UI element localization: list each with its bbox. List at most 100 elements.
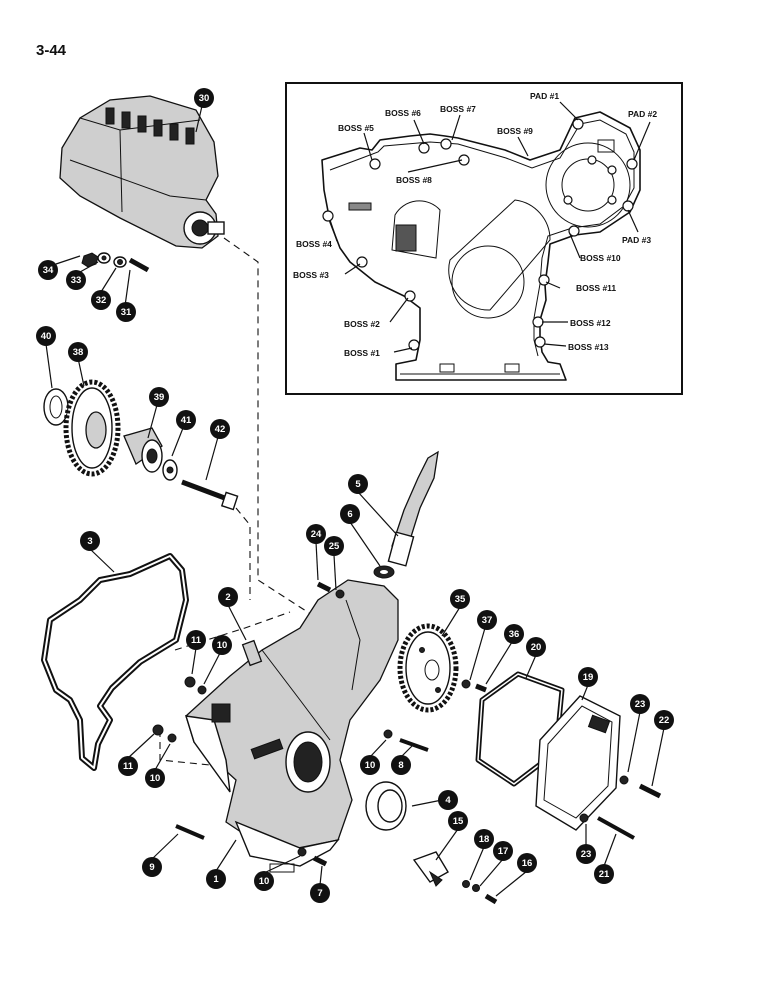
callout-number: 41 [181, 415, 192, 426]
callout-badge [517, 853, 537, 873]
inset-boss-diagram: BOSS #5 BOSS #6 BOSS #7 BOSS #9 BOSS #8 … [285, 82, 683, 395]
pump-fasteners [81, 252, 150, 273]
callout-badge [340, 504, 360, 524]
callout-badge [324, 536, 344, 556]
callout-25: 25 [324, 536, 344, 556]
callout-number: 40 [41, 331, 52, 342]
callout-badge [254, 871, 274, 891]
callout-badge [576, 844, 596, 864]
callout-number: 15 [453, 816, 464, 827]
inset-label: BOSS #4 [296, 239, 332, 249]
callout-19: 19 [578, 667, 598, 687]
callout-number: 34 [43, 265, 54, 276]
callout-badge [306, 524, 326, 544]
callout-4: 4 [438, 790, 458, 810]
bolt-36-37 [461, 679, 487, 693]
inset-label: BOSS #11 [576, 283, 616, 293]
callout-number: 30 [199, 93, 210, 104]
callout-leaders [45, 105, 665, 897]
callout-22: 22 [654, 710, 674, 730]
cover-plate [535, 695, 621, 831]
callout-11: 11 [186, 630, 206, 650]
callout-17: 17 [493, 841, 513, 861]
callout-badge [38, 260, 58, 280]
callout-badge [142, 857, 162, 877]
inset-label: BOSS #9 [497, 126, 533, 136]
callout-37: 37 [477, 610, 497, 630]
callout-15: 15 [448, 811, 468, 831]
callout-31: 31 [116, 302, 136, 322]
callout-number: 23 [581, 849, 592, 860]
callout-7: 7 [310, 883, 330, 903]
callout-number: 4 [445, 795, 451, 806]
inset-label: PAD #1 [530, 91, 559, 101]
callout-10: 10 [145, 768, 165, 788]
callout-badge [493, 841, 513, 861]
callout-number: 35 [455, 594, 466, 605]
injection-pump [59, 95, 225, 249]
callout-number: 18 [479, 834, 490, 845]
callout-number: 17 [498, 846, 509, 857]
callout-number: 16 [522, 858, 533, 869]
callout-badge [80, 531, 100, 551]
callout-badge [474, 829, 494, 849]
inset-label: BOSS #6 [385, 108, 421, 118]
callout-badge [360, 755, 380, 775]
callout-badge [310, 883, 330, 903]
cover-bolts [175, 729, 429, 867]
callout-23: 23 [630, 694, 650, 714]
callout-badge [118, 756, 138, 776]
callout-number: 22 [659, 715, 670, 726]
cam-gear [397, 623, 459, 713]
callout-badge [594, 864, 614, 884]
callout-10: 10 [212, 635, 232, 655]
callout-number: 20 [531, 642, 542, 653]
callout-badge [91, 290, 111, 310]
callout-42: 42 [210, 419, 230, 439]
callout-number: 10 [217, 640, 228, 651]
callout-number: 9 [149, 862, 154, 873]
page-number: 3-44 [36, 42, 67, 59]
inset-label: PAD #2 [628, 109, 657, 119]
callout-41: 41 [176, 410, 196, 430]
callout-badge [149, 387, 169, 407]
callout-39: 39 [149, 387, 169, 407]
callout-badge [186, 630, 206, 650]
callout-2: 2 [218, 587, 238, 607]
callout-number: 5 [355, 479, 361, 490]
callout-badge [116, 302, 136, 322]
callout-badge [448, 811, 468, 831]
bracket-15-18 [412, 851, 498, 905]
callout-number: 10 [365, 760, 376, 771]
bolt-24-25 [316, 581, 345, 599]
callout-number: 10 [150, 773, 161, 784]
callout-34: 34 [38, 260, 58, 280]
callout-number: 21 [599, 869, 610, 880]
callout-number: 2 [225, 592, 230, 603]
callout-number: 24 [311, 529, 322, 540]
callout-11: 11 [118, 756, 138, 776]
callout-badge [206, 869, 226, 889]
inset-label: BOSS #1 [344, 348, 380, 358]
callout-badge [210, 419, 230, 439]
idler-gear-group [43, 379, 239, 511]
callout-badge [36, 326, 56, 346]
callout-badge [526, 637, 546, 657]
callout-32: 32 [91, 290, 111, 310]
callout-badge [194, 88, 214, 108]
sensor-assembly [373, 450, 439, 579]
nuts-10-11 [152, 676, 207, 743]
callout-badge [477, 610, 497, 630]
inset-label: BOSS #8 [396, 175, 432, 185]
callout-5: 5 [348, 474, 368, 494]
bolts-21-22-23 [579, 775, 662, 840]
callout-badge [391, 755, 411, 775]
callout-badge [66, 270, 86, 290]
timing-cover [185, 579, 399, 873]
callout-number: 10 [259, 876, 270, 887]
callout-16: 16 [517, 853, 537, 873]
callout-24: 24 [306, 524, 326, 544]
gasket [41, 553, 189, 771]
callout-40: 40 [36, 326, 56, 346]
